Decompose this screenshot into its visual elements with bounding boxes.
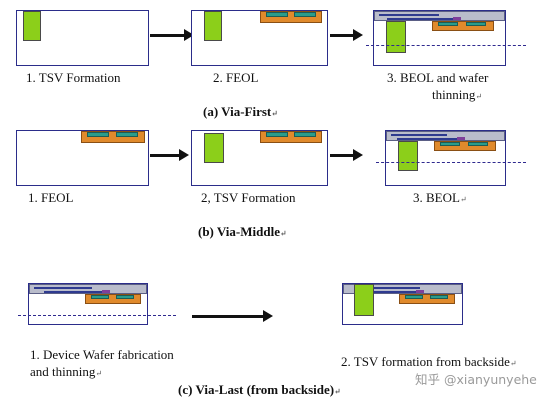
transistor-gate	[294, 132, 316, 137]
step-label-b1: 1. FEOL	[28, 190, 74, 205]
tsv-via	[23, 11, 41, 41]
caption-via-last: (c) Via-Last (from backside)↵	[178, 382, 341, 397]
watermark: 知乎 @xianyunyehe	[415, 372, 537, 387]
step-label-c1-line1: 1. Device Wafer fabrication	[30, 347, 174, 362]
step-label-a1: 1. TSV Formation	[26, 70, 121, 85]
transistor-gate	[294, 12, 316, 17]
tsv-via	[386, 21, 406, 53]
wafer-c2	[342, 283, 463, 325]
process-arrow-b1	[150, 149, 189, 161]
tsv-via	[204, 133, 224, 163]
process-arrow-b2	[330, 149, 363, 161]
thinning-line-b3	[376, 162, 526, 163]
feol-layer	[260, 131, 322, 143]
step-label-b2: 2, TSV Formation	[201, 190, 296, 205]
process-arrow-a2	[330, 29, 363, 41]
wafer-b1	[16, 130, 149, 186]
wafer-b2	[191, 130, 328, 186]
feol-layer	[432, 21, 494, 31]
feol-layer	[399, 294, 455, 304]
step-label-a3-line1: 3. BEOL and wafer	[387, 70, 489, 85]
transistor-gate	[87, 132, 109, 137]
wafer-a2	[191, 10, 328, 66]
beol-layer	[374, 11, 505, 21]
step-label-a3-line2: thinning↵	[432, 87, 483, 102]
transistor-gate	[91, 295, 109, 299]
transistor-gate	[116, 295, 134, 299]
transistor-gate	[405, 295, 423, 299]
transistor-gate	[466, 22, 486, 26]
transistor-gate	[440, 142, 460, 146]
tsv-via	[204, 11, 222, 41]
feol-layer	[81, 131, 145, 143]
feol-layer	[85, 294, 141, 304]
wafer-b3	[385, 130, 506, 186]
beol-layer	[343, 284, 462, 294]
transistor-gate	[438, 22, 458, 26]
beol-layer	[29, 284, 147, 294]
step-label-c1-line2: and thinning↵	[30, 364, 103, 379]
transistor-gate	[468, 142, 488, 146]
step-label-a2: 2. FEOL	[213, 70, 259, 85]
thinning-line-c1	[18, 315, 176, 316]
tsv-via	[398, 141, 418, 171]
step-label-c2: 2. TSV formation from backside↵	[341, 354, 517, 369]
transistor-gate	[266, 132, 288, 137]
process-arrow-c	[192, 310, 273, 322]
transistor-gate	[266, 12, 288, 17]
beol-layer	[386, 131, 505, 141]
wafer-a3	[373, 10, 506, 66]
feol-layer	[434, 141, 496, 151]
process-arrow-a1	[150, 29, 194, 41]
feol-layer	[260, 11, 322, 23]
caption-via-middle: (b) Via-Middle↵	[198, 224, 287, 239]
caption-via-first: (a) Via-First↵	[203, 104, 278, 119]
wafer-a1	[16, 10, 149, 66]
step-label-b3: 3. BEOL↵	[413, 190, 467, 205]
tsv-via	[354, 284, 374, 316]
transistor-gate	[116, 132, 138, 137]
thinning-line-a3	[366, 45, 526, 46]
transistor-gate	[430, 295, 448, 299]
wafer-c1	[28, 283, 148, 325]
